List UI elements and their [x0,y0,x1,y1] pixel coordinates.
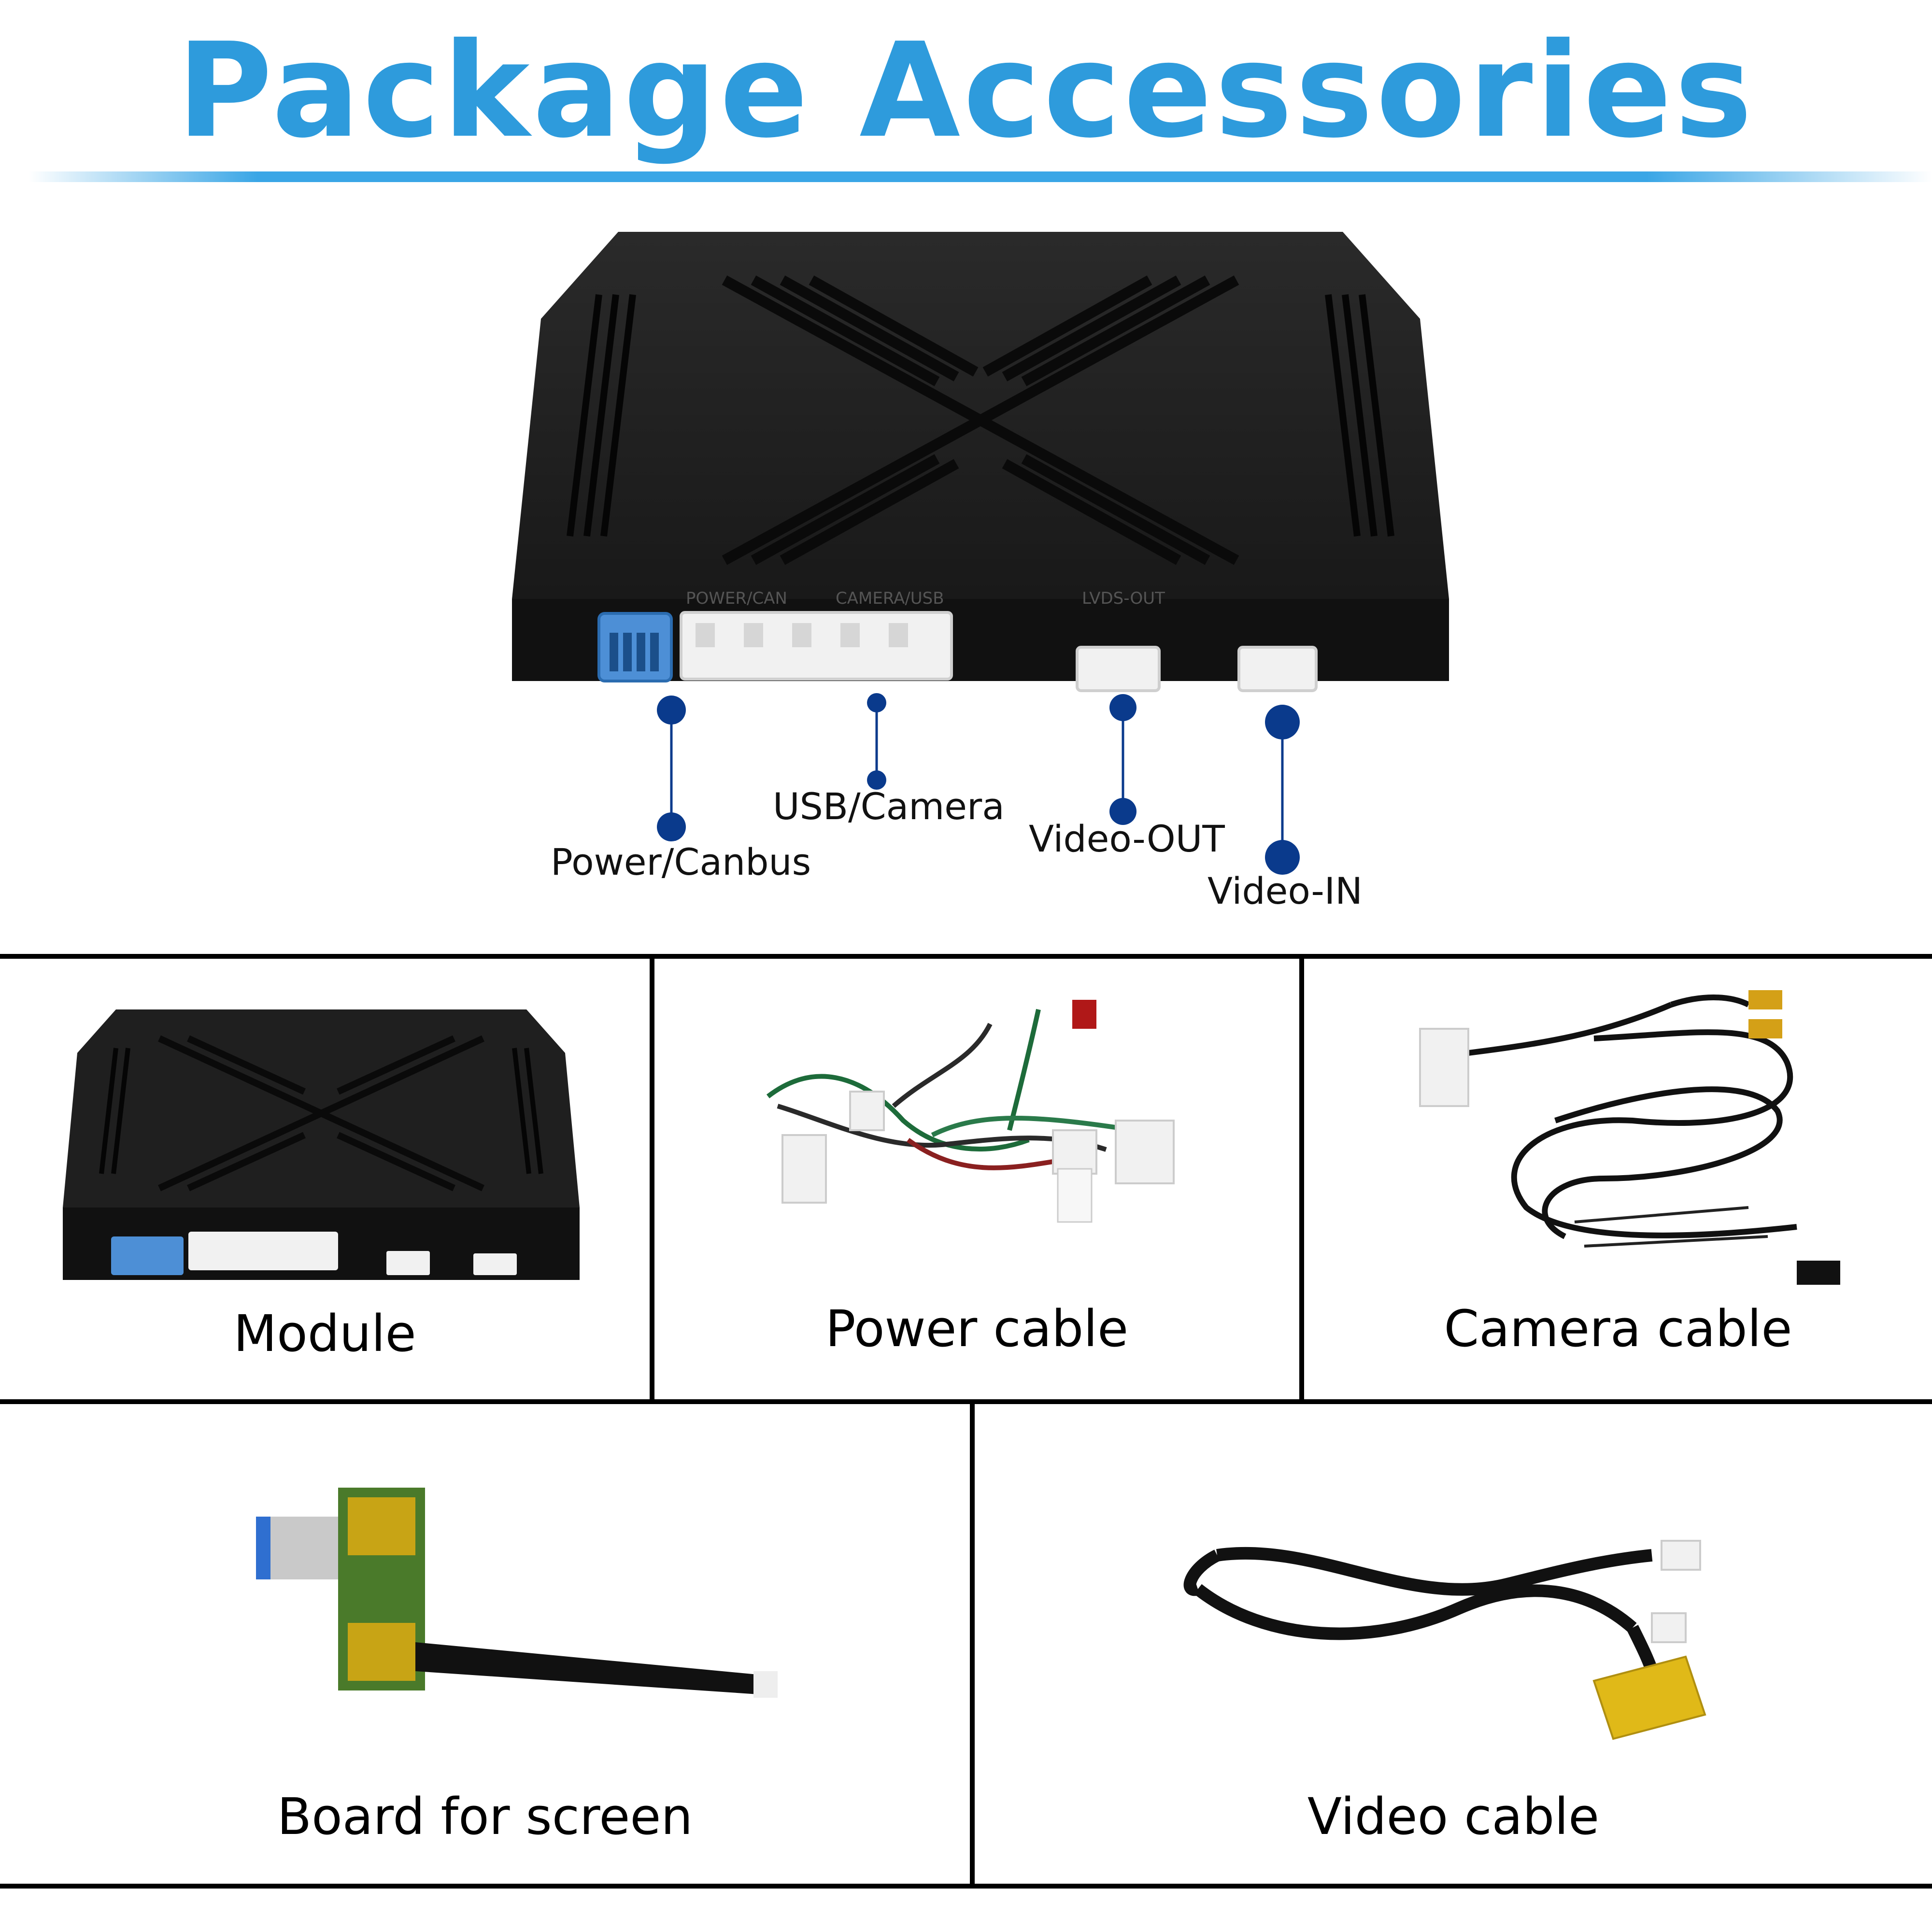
grid-line-v3 [970,1401,975,1886]
grid-line-middle [0,1399,1932,1404]
grid-line-v2 [1299,954,1304,1403]
title-underline [29,171,1932,182]
camera-port-text: CAMERA/USB [836,589,944,608]
item-label-video-cable: Video cable [1307,1787,1600,1846]
grid-line-bottom [0,1884,1932,1889]
item-label-power-cable: Power cable [825,1299,1129,1358]
module-image [63,1009,580,1280]
item-label-camera-cable: Camera cable [1444,1299,1792,1358]
item-label-module: Module [233,1304,416,1363]
lvds-port-text: LVDS-OUT [1082,589,1165,608]
camera-cable-image [1419,990,1840,1285]
port-label-video-in: Video-IN [1208,869,1363,912]
power-cable-image [766,1000,1175,1223]
page-title: Package Accessories [177,14,1755,167]
power-port-text: POWER/CAN [686,589,787,608]
power-label-dot [657,812,686,841]
port-label-power: Power/Canbus [551,840,811,883]
screen-board-image [256,1488,778,1698]
grid-line-v1 [650,954,654,1403]
item-label-screen-board: Board for screen [277,1787,693,1846]
grid-line-top [0,954,1932,959]
video-cable-image [1183,1540,1706,1740]
hero-module-image: POWER/CAN CAMERA/USB LVDS-OUT [512,232,1449,692]
port-label-video-out: Video-OUT [1029,817,1225,860]
port-label-usb: USB/Camera [773,785,1005,828]
